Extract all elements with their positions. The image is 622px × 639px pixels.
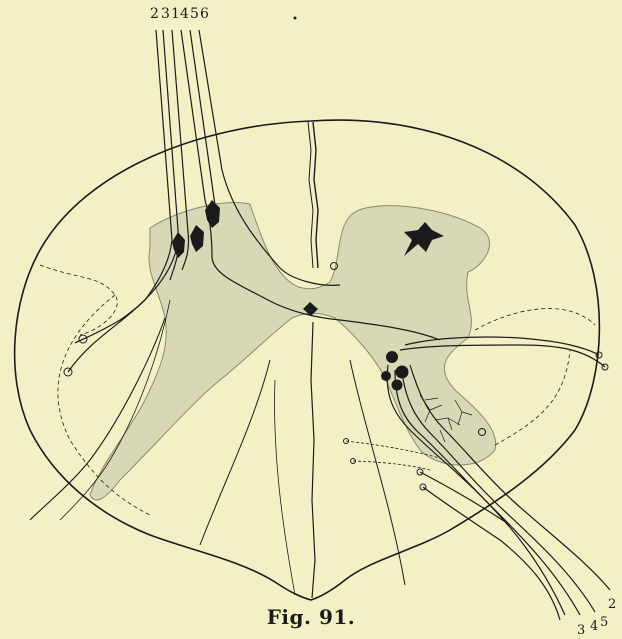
top-label-5: 5 [190, 6, 199, 22]
top-label-4: 4 [180, 6, 189, 22]
tract-boundary-left [40, 265, 117, 335]
tract-boundary-right [475, 309, 595, 330]
spinal-cord-outline [15, 120, 600, 600]
top-fibre-labels: 2 3 1 4 5 6 [150, 6, 209, 22]
top-label-3: 3 [161, 6, 170, 22]
top-label-6: 6 [200, 6, 209, 22]
posterior-median-septum [311, 322, 315, 598]
anterior-median-fissure [313, 122, 318, 268]
grey-matter [90, 203, 496, 500]
top-label-2: 2 [150, 6, 159, 22]
figure-caption: Fig. 91. [0, 605, 622, 629]
top-label-1: 1 [171, 6, 180, 22]
